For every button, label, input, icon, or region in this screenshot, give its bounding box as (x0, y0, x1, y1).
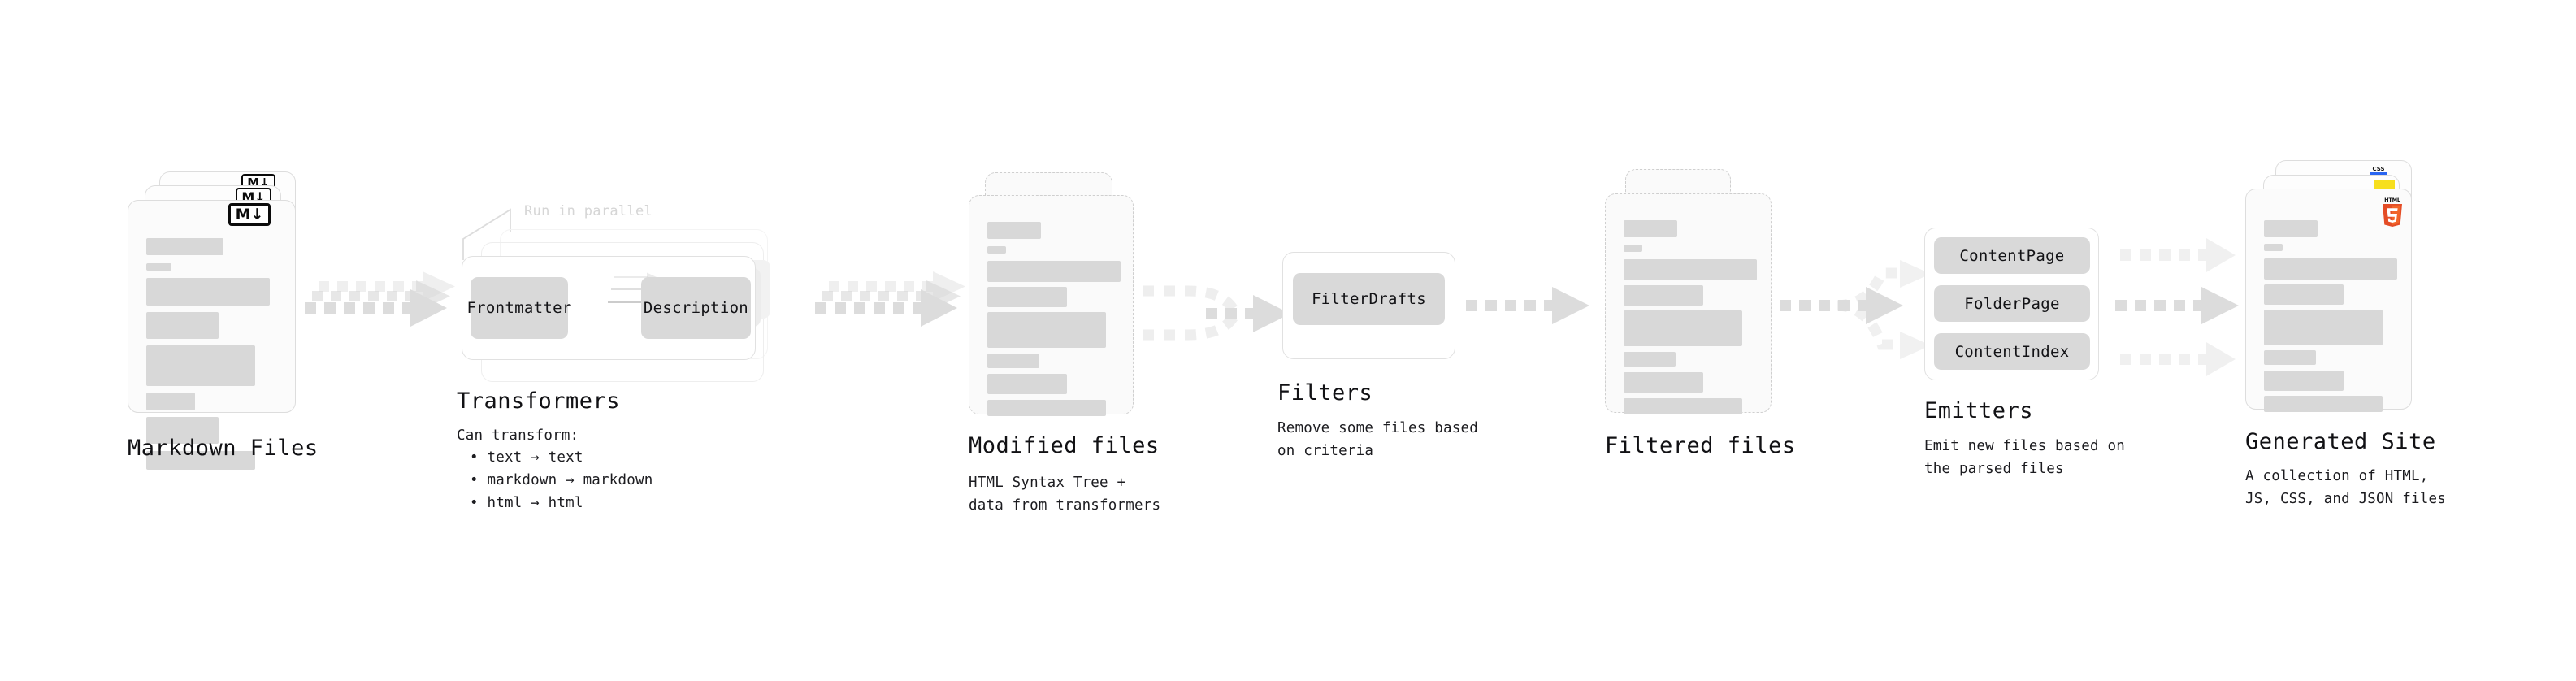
doc-bar (1624, 372, 1703, 393)
doc-bar (2264, 350, 2316, 365)
emitter-chip-label: ContentPage (1959, 246, 2065, 265)
doc-bar (987, 222, 1041, 239)
doc-bar (1624, 285, 1703, 306)
stage-desc-emitters: Emit new files based on the parsed files (1924, 438, 2125, 478)
css3-badge-icon: CSS (2370, 166, 2387, 175)
doc-bar (2264, 258, 2397, 280)
doc-bar (1624, 398, 1742, 414)
modified-card-front (969, 195, 1134, 416)
doc-bar (2264, 371, 2344, 391)
stage-desc-filters: Remove some files based on criteria (1277, 420, 1478, 460)
doc-bar (2264, 220, 2318, 237)
doc-bar (146, 312, 219, 339)
run-in-parallel-label: Run in parallel (524, 203, 653, 219)
markdown-badge-glyph: M↓ (235, 205, 264, 223)
html5-badge-icon: HTML (2383, 197, 2402, 227)
markdown-card-front (128, 200, 296, 470)
filter-chip-filterdrafts[interactable]: FilterDrafts (1293, 273, 1445, 325)
run-in-parallel-bracket (462, 208, 511, 260)
doc-bar (146, 238, 223, 255)
generated-card-front (2245, 189, 2412, 412)
doc-bar (146, 263, 171, 271)
doc-bar (987, 374, 1067, 394)
stage-title-filtered-files: Filtered files (1605, 433, 1796, 458)
doc-bar (987, 312, 1106, 348)
doc-bar (1624, 245, 1642, 252)
stage-title-markdown-files: Markdown Files (128, 436, 319, 461)
filtered-card-front (1605, 193, 1772, 414)
transformer-chip-description[interactable]: Description (641, 277, 751, 339)
doc-bar (987, 354, 1039, 368)
doc-bar (1624, 220, 1677, 237)
transformers-bullet-1: • markdown → markdown (470, 472, 653, 488)
emitter-chip-label: ContentIndex (1954, 342, 2070, 361)
transformers-bullet-0: • text → text (470, 449, 583, 466)
doc-bar (987, 287, 1067, 307)
transformer-chip-frontmatter[interactable]: Frontmatter (466, 277, 571, 339)
stage-title-emitters: Emitters (1924, 398, 2034, 423)
connector-arrow-3-merge (1143, 285, 1290, 340)
doc-bar (1624, 352, 1676, 367)
doc-bar (987, 400, 1106, 416)
emitter-chip-contentpage[interactable]: ContentPage (1934, 237, 2090, 274)
emitter-chip-contentindex[interactable]: ContentIndex (1934, 333, 2090, 370)
stage-title-transformers: Transformers (457, 388, 621, 414)
doc-bar (146, 451, 255, 470)
stage-desc-generated-site: A collection of HTML, JS, CSS, and JSON … (2245, 468, 2446, 508)
doc-bar (2264, 284, 2344, 305)
doc-bar (987, 261, 1121, 282)
stage-desc-modified-files: HTML Syntax Tree + data from transformer… (969, 475, 1161, 514)
stage-desc-transformers: Can transform: (457, 427, 579, 444)
connector-arrow-6-merge (2115, 238, 2239, 376)
connector-arrow-4 (1466, 287, 1589, 324)
connector-arrow-5-split (1780, 260, 1931, 359)
doc-bar (146, 417, 219, 444)
emitter-chip-label: FolderPage (1964, 294, 2060, 313)
transformers-bullet-2: • html → html (470, 495, 583, 511)
doc-bar (146, 393, 195, 410)
stage-title-generated-site: Generated Site (2245, 429, 2436, 454)
doc-bar (2264, 244, 2283, 251)
connector-arrow-1 (305, 271, 455, 327)
doc-bar (1624, 259, 1757, 280)
svg-text:HTML: HTML (2384, 197, 2400, 203)
transformer-chip-label: Description (643, 299, 749, 317)
doc-bar (2264, 396, 2383, 412)
connector-arrow-2 (815, 271, 965, 327)
doc-bar (987, 246, 1006, 254)
stage-title-modified-files: Modified files (969, 433, 1160, 458)
markdown-badge-icon: M↓ (228, 203, 271, 226)
doc-bar (2264, 310, 2383, 345)
transformer-chip-label: Frontmatter (466, 299, 572, 317)
filter-chip-label: FilterDrafts (1312, 290, 1426, 308)
doc-bar (146, 278, 270, 306)
doc-bar (1624, 310, 1742, 346)
doc-bar (146, 345, 255, 386)
svg-text:CSS: CSS (2372, 166, 2384, 172)
stage-title-filters: Filters (1277, 380, 1373, 406)
emitter-chip-folderpage[interactable]: FolderPage (1934, 285, 2090, 322)
